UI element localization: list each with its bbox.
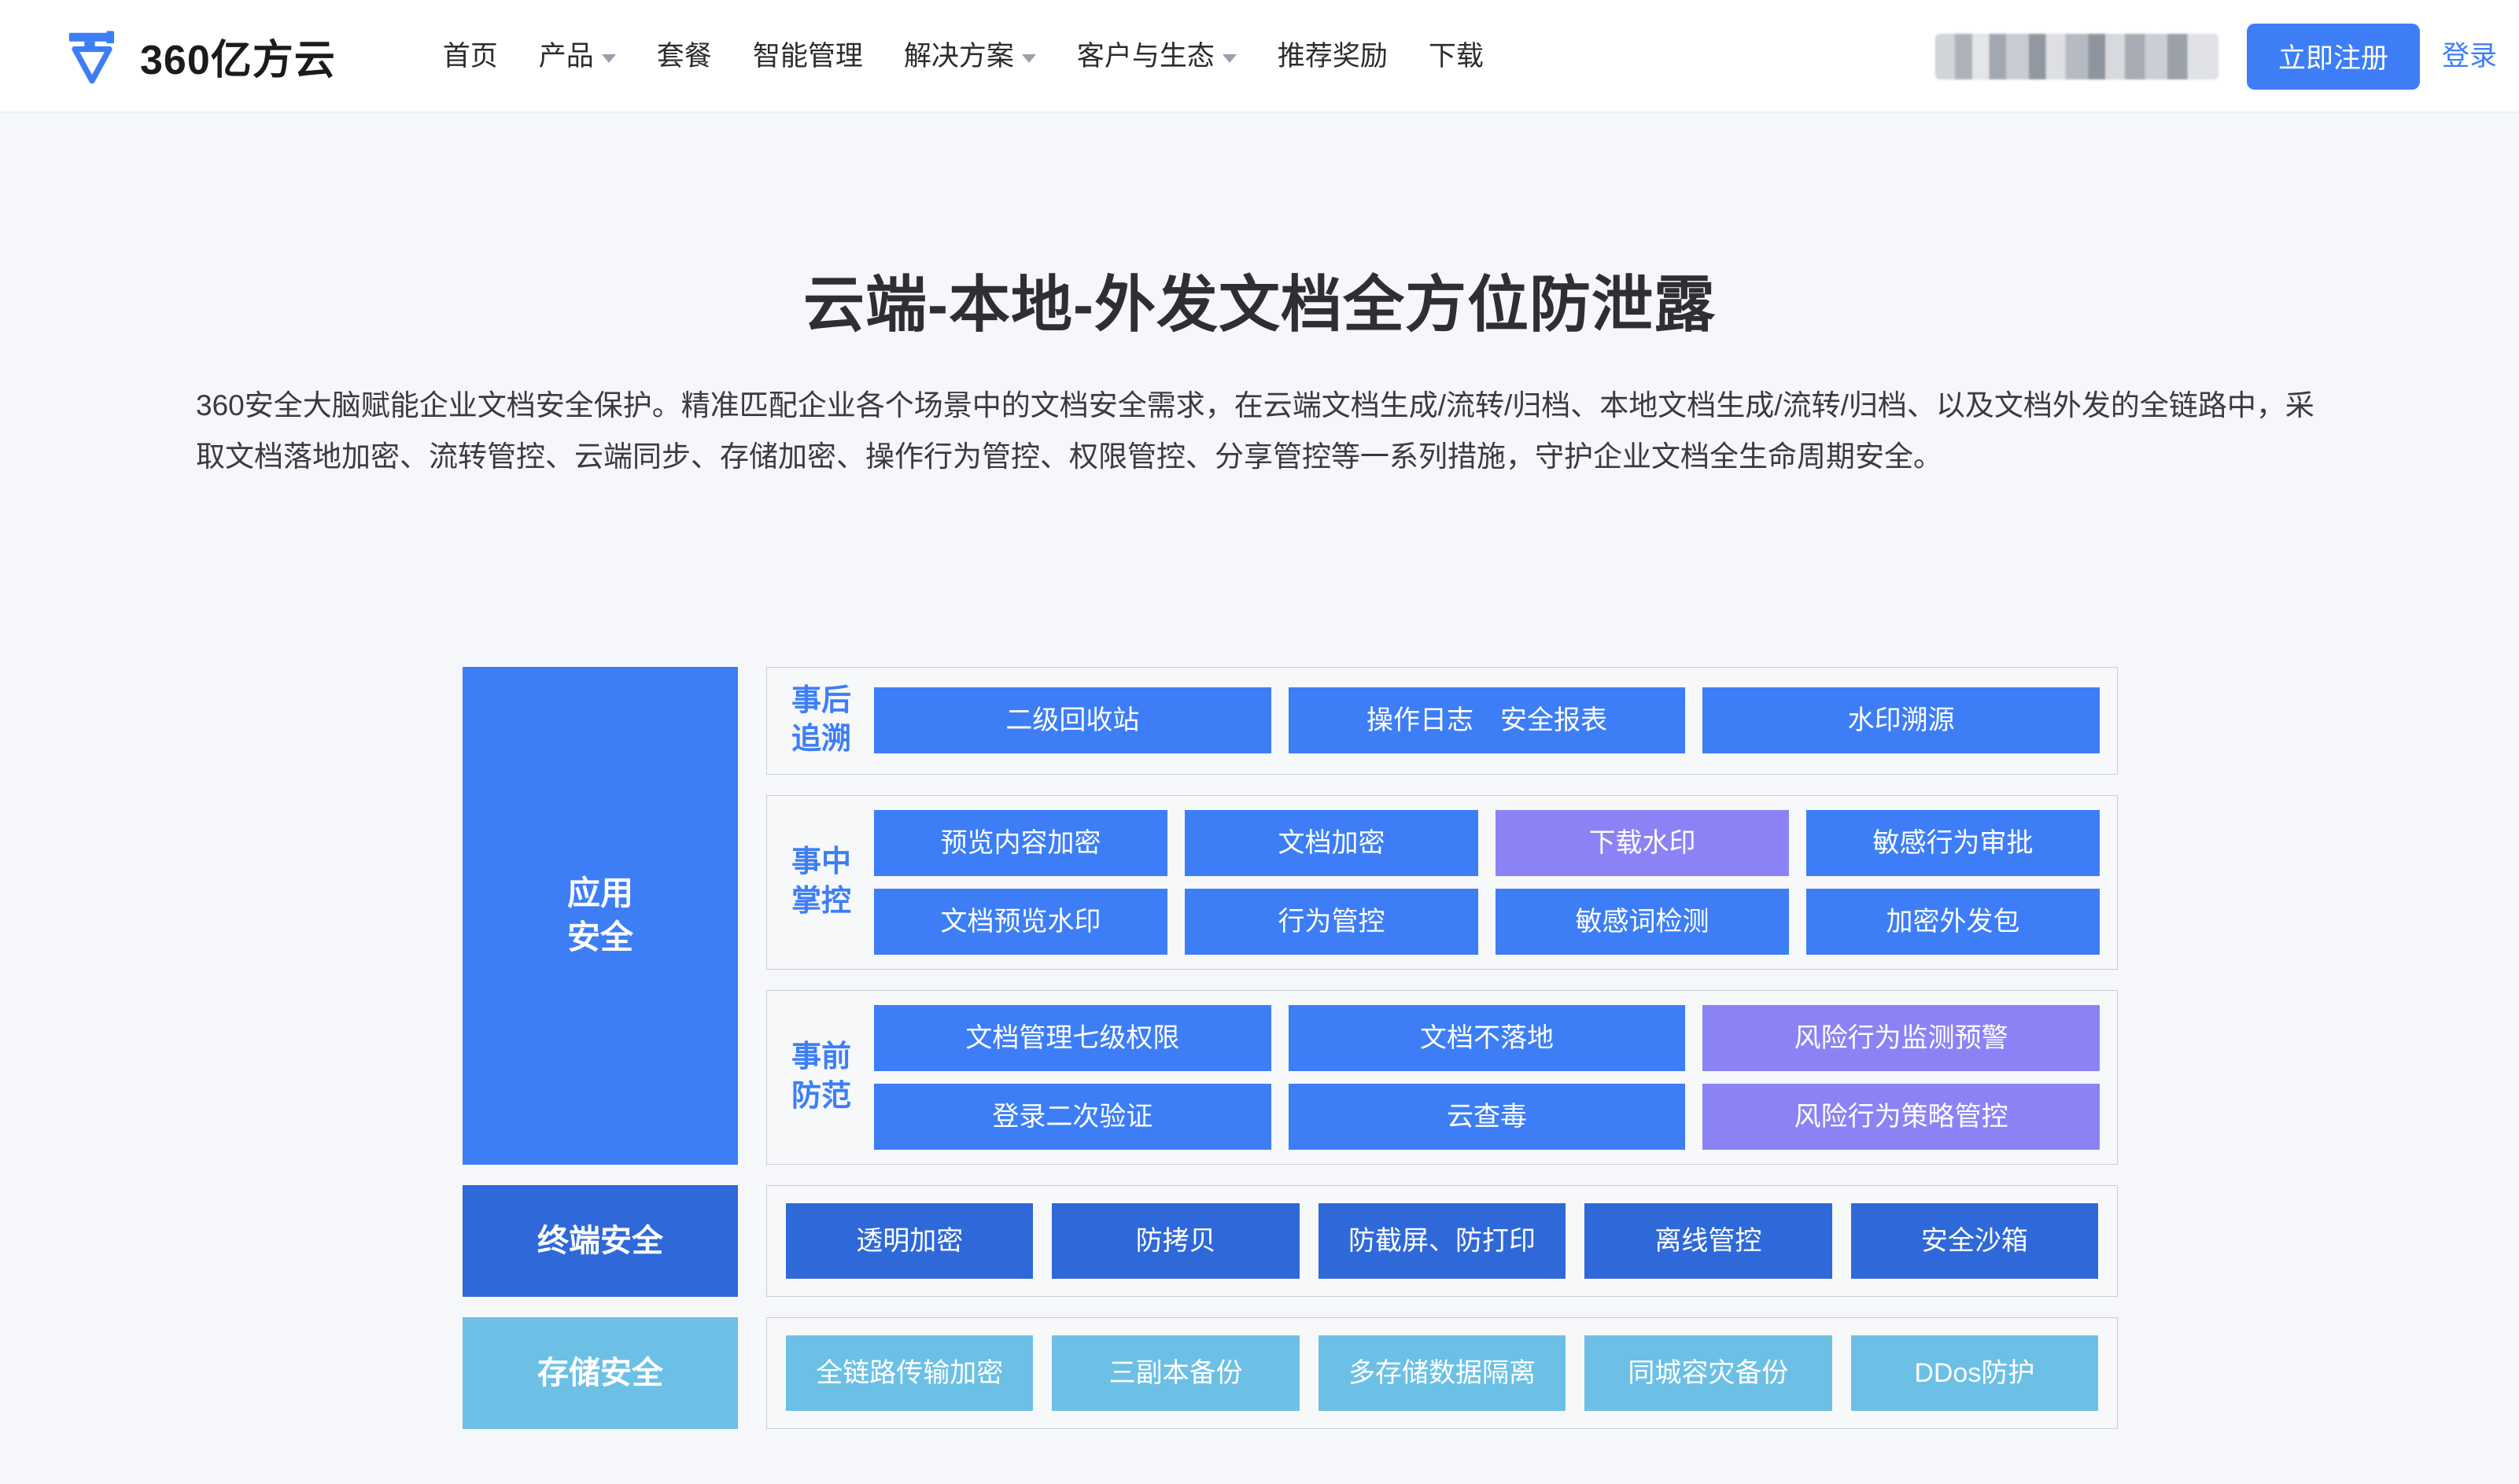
group-label-line1: 事中 (791, 845, 851, 879)
nav-item-solutions[interactable]: 解决方案 (883, 0, 1057, 112)
tier-label-terminal-security: 终端安全 (463, 1184, 738, 1297)
nav-item-customers-ecosystem[interactable]: 客户与生态 (1057, 0, 1257, 112)
group-label-in-incident-control: 事中 掌控 (784, 843, 858, 921)
brand-logo[interactable]: 360亿方云 (61, 25, 336, 87)
nav-label: 下载 (1428, 40, 1484, 72)
nav-item-smart-management[interactable]: 智能管理 (732, 0, 883, 112)
chevron-down-icon (601, 53, 616, 63)
tier-label-line2: 安全 (566, 919, 633, 956)
login-link[interactable]: 登录 (2441, 41, 2497, 72)
tile-sensitive-action-approval[interactable]: 敏感行为审批 (1806, 809, 2100, 876)
group-tiles: 预览内容加密 文档加密 下载水印 敏感行为审批 文档预览水印 行为管控 敏感词检… (874, 809, 2100, 955)
tile-recycle-bin[interactable]: 二级回收站 (874, 687, 1271, 754)
tile-document-encryption[interactable]: 文档加密 (1185, 809, 1478, 876)
group-label-line2: 追溯 (791, 723, 851, 757)
group-post-incident-tracing: 事后 追溯 二级回收站 操作日志 安全报表 水印溯源 (766, 667, 2118, 775)
nav-label: 套餐 (656, 40, 712, 72)
top-navigation-bar: 360亿方云 首页 产品 套餐 智能管理 解决方案 客户与生态 推荐奖励 下载 (0, 0, 2519, 112)
tile-anti-copy[interactable]: 防拷贝 (1052, 1202, 1300, 1279)
tile-anti-screenshot-print[interactable]: 防截屏、防打印 (1318, 1202, 1566, 1279)
group-pre-incident-prevention: 事前 防范 文档管理七级权限 文档不落地 风险行为监测预警 登录二次验证 云查毒… (766, 989, 2118, 1165)
group-label-line2: 掌控 (791, 884, 851, 918)
tier-terminal-security: 终端安全 透明加密 防拷贝 防截屏、防打印 离线管控 安全沙箱 (463, 1184, 2118, 1297)
tile-multi-storage-data-isolation[interactable]: 多存储数据隔离 (1318, 1335, 1566, 1411)
group-tiles: 文档管理七级权限 文档不落地 风险行为监测预警 登录二次验证 云查毒 风险行为策… (874, 1004, 2100, 1150)
tile-same-city-disaster-backup[interactable]: 同城容灾备份 (1584, 1335, 1832, 1411)
page-content: 云端-本地-外发文档全方位防泄露 360安全大脑赋能企业文档安全保护。精准匹配企… (0, 112, 2519, 1484)
tile-full-link-transport-encryption[interactable]: 全链路传输加密 (786, 1335, 1034, 1411)
tile-row: 预览内容加密 文档加密 下载水印 敏感行为审批 (874, 809, 2100, 876)
application-security-groups: 事后 追溯 二级回收站 操作日志 安全报表 水印溯源 事中 (766, 667, 2118, 1165)
tile-document-preview-watermark[interactable]: 文档预览水印 (874, 888, 1167, 955)
tile-offline-control[interactable]: 离线管控 (1584, 1202, 1832, 1279)
nav-label: 解决方案 (903, 40, 1014, 72)
chevron-down-icon (1021, 53, 1036, 63)
tile-sensitive-word-detection[interactable]: 敏感词检测 (1496, 888, 1789, 955)
tile-row: 文档预览水印 行为管控 敏感词检测 加密外发包 (874, 888, 2100, 955)
tile-security-sandbox[interactable]: 安全沙箱 (1850, 1202, 2099, 1279)
tile-row: 文档管理七级权限 文档不落地 风险行为监测预警 (874, 1004, 2100, 1071)
group-tiles: 二级回收站 操作日志 安全报表 水印溯源 (874, 687, 2100, 754)
tile-seven-level-permissions[interactable]: 文档管理七级权限 (874, 1004, 1271, 1071)
tile-login-2fa[interactable]: 登录二次验证 (874, 1083, 1271, 1150)
brand-name: 360亿方云 (140, 37, 336, 83)
storage-security-tiles: 全链路传输加密 三副本备份 多存储数据隔离 同城容灾备份 DDos防护 (766, 1316, 2118, 1429)
register-button[interactable]: 立即注册 (2246, 23, 2420, 90)
nav-item-products[interactable]: 产品 (518, 0, 636, 112)
nav-label: 首页 (442, 40, 498, 72)
group-label-line1: 事前 (791, 1040, 851, 1074)
tile-risk-behavior-policy-control[interactable]: 风险行为策略管控 (1702, 1083, 2100, 1150)
chevron-down-icon (1222, 53, 1237, 63)
tile-ddos-protection[interactable]: DDos防护 (1850, 1335, 2099, 1411)
tile-watermark-tracing[interactable]: 水印溯源 (1702, 687, 2100, 754)
nav-actions: 立即注册 登录 (1934, 0, 2519, 112)
main-menu: 首页 产品 套餐 智能管理 解决方案 客户与生态 推荐奖励 下载 (422, 0, 1504, 112)
nav-item-download[interactable]: 下载 (1408, 0, 1504, 112)
nav-item-referral-rewards[interactable]: 推荐奖励 (1257, 0, 1408, 112)
page-description: 360安全大脑赋能企业文档安全保护。精准匹配企业各个场景中的文档安全需求，在云端… (196, 389, 2314, 473)
tile-triple-replica-backup[interactable]: 三副本备份 (1052, 1335, 1300, 1411)
tier-label-application-security: 应用 安全 (463, 667, 738, 1165)
group-label-pre-incident-prevention: 事前 防范 (784, 1038, 858, 1116)
nav-item-home[interactable]: 首页 (422, 0, 518, 112)
tile-transparent-encryption[interactable]: 透明加密 (786, 1202, 1034, 1279)
tile-no-local-landing[interactable]: 文档不落地 (1288, 1004, 1686, 1071)
tile-preview-content-encryption[interactable]: 预览内容加密 (874, 809, 1167, 876)
tier-storage-security: 存储安全 全链路传输加密 三副本备份 多存储数据隔离 同城容灾备份 DDos防护 (463, 1316, 2118, 1429)
tile-download-watermark[interactable]: 下载水印 (1496, 809, 1789, 876)
nav-label: 产品 (538, 40, 594, 72)
page-title: 云端-本地-外发文档全方位防泄露 (803, 270, 1716, 339)
group-label-line1: 事后 (791, 684, 851, 717)
tier-label-line1: 应用 (566, 874, 633, 911)
nav-label: 智能管理 (752, 40, 863, 72)
group-label-line2: 防范 (791, 1079, 851, 1113)
tile-row: 二级回收站 操作日志 安全报表 水印溯源 (874, 687, 2100, 754)
nav-item-packages[interactable]: 套餐 (636, 0, 732, 112)
tier-application-security: 应用 安全 事后 追溯 二级回收站 操作日志 安全报表 水印溯源 (463, 667, 2118, 1165)
terminal-security-tiles: 透明加密 防拷贝 防截屏、防打印 离线管控 安全沙箱 (766, 1184, 2118, 1297)
nav-label: 客户与生态 (1076, 40, 1215, 72)
security-architecture-diagram: 应用 安全 事后 追溯 二级回收站 操作日志 安全报表 水印溯源 (463, 667, 2118, 1449)
tile-operation-log-security-report[interactable]: 操作日志 安全报表 (1288, 687, 1686, 754)
tile-risk-behavior-alert[interactable]: 风险行为监测预警 (1702, 1004, 2100, 1071)
group-label-post-incident-tracing: 事后 追溯 (784, 682, 858, 760)
group-in-incident-control: 事中 掌控 预览内容加密 文档加密 下载水印 敏感行为审批 文档预览水印 行为管… (766, 794, 2118, 970)
tile-row: 登录二次验证 云查毒 风险行为策略管控 (874, 1083, 2100, 1150)
tier-label-storage-security: 存储安全 (463, 1316, 738, 1429)
nav-label: 推荐奖励 (1277, 40, 1388, 72)
tile-behavior-control[interactable]: 行为管控 (1185, 888, 1478, 955)
yifangyun-logo-icon (68, 31, 115, 84)
tile-encrypted-outgoing-package[interactable]: 加密外发包 (1806, 888, 2100, 955)
tile-cloud-antivirus[interactable]: 云查毒 (1288, 1083, 1686, 1150)
account-chip-redacted[interactable] (1934, 33, 2218, 79)
